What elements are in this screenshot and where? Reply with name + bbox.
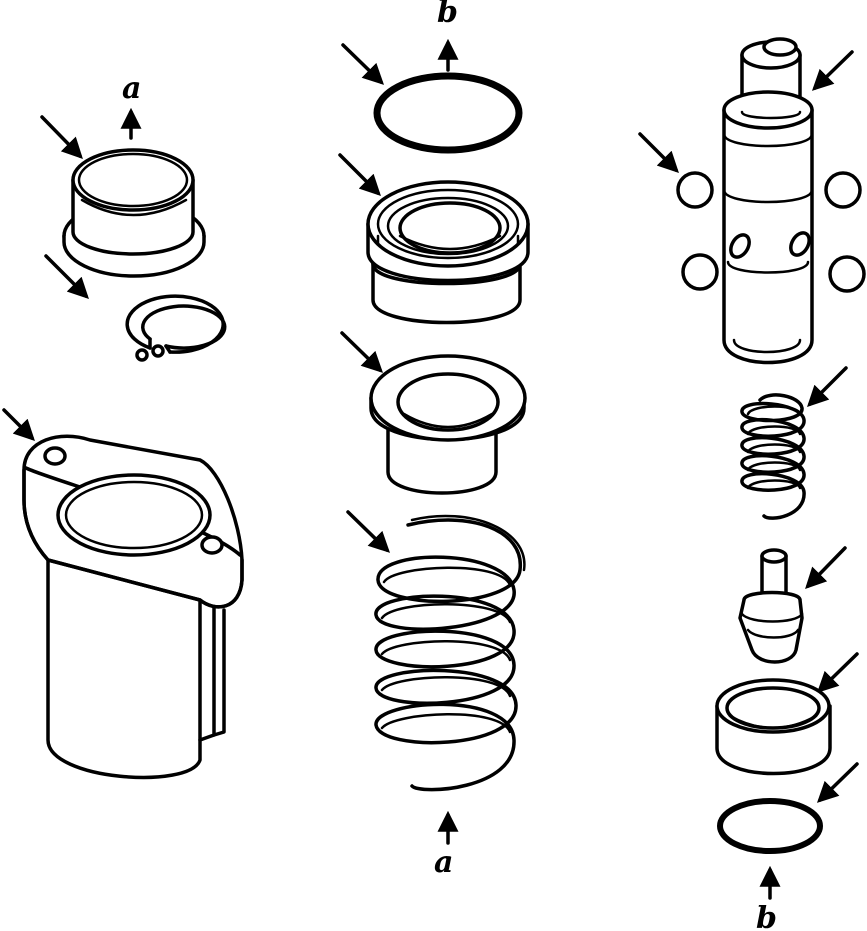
leader-arrow-seal-holder (338, 153, 381, 196)
large-coil-spring (374, 514, 526, 792)
leader-arrow-housing (2, 408, 35, 441)
leader-arrow-poppet (805, 546, 847, 590)
o-ring-small-bottom (717, 798, 823, 854)
leader-arrow-small-spring (807, 366, 848, 407)
leader-arrow-bushing (40, 115, 83, 160)
flanged-cup (369, 354, 527, 495)
label-a-top: a (122, 71, 141, 106)
valve-housing (22, 434, 244, 780)
o-ring-large (373, 72, 523, 154)
leader-arrow-ring (816, 652, 859, 693)
flanged-bushing (62, 148, 206, 278)
leader-arrow-small-orings (638, 132, 679, 173)
check-poppet (738, 548, 804, 664)
snap-ring (125, 294, 227, 362)
label-b-bottom: b (756, 901, 777, 931)
leader-arrow-oring-top (341, 43, 385, 85)
leader-arrow-cup (340, 331, 384, 373)
leader-arrow-oring-bottom (816, 762, 859, 803)
leader-arrow-snap-ring (44, 254, 89, 299)
leader-arrow-large-spring (346, 510, 391, 553)
seal-retainer (366, 180, 530, 325)
sleeve-ring (715, 678, 832, 776)
label-a-bottom: a (434, 845, 453, 880)
label-b-top: b (437, 0, 458, 30)
leader-arrow-spool (811, 50, 854, 91)
small-o-rings (676, 171, 866, 293)
valve-spool (722, 37, 814, 365)
small-coil-spring (740, 393, 806, 520)
